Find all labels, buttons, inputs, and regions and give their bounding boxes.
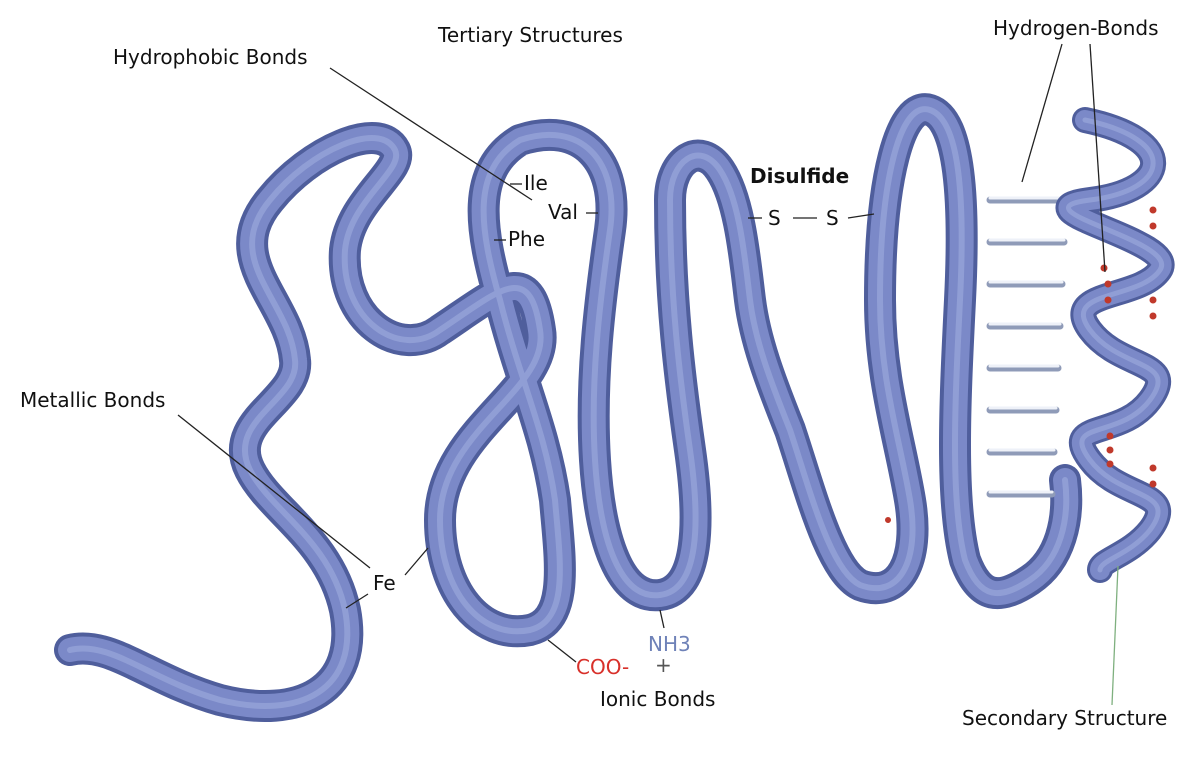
- leader-disulfide-right: [847, 213, 875, 219]
- hbond-dot: [1106, 432, 1114, 440]
- label-ionic-bonds: Ionic Bonds: [600, 687, 715, 711]
- hbond-dot: [1149, 312, 1157, 320]
- label-secondary-structure: Secondary Structure: [962, 706, 1167, 730]
- protein-ribbon: [54, 93, 1083, 722]
- label-coo: COO-: [576, 655, 629, 679]
- hbond-dot: [1104, 280, 1112, 288]
- hbond-dot: [1104, 296, 1112, 304]
- hbond-dot: [1149, 480, 1157, 488]
- hbond-dot: [1149, 464, 1157, 472]
- leader-secondary: [1111, 565, 1119, 706]
- hbond-dot: [1106, 446, 1114, 454]
- label-hydrogen-bonds: Hydrogen-Bonds: [993, 16, 1159, 40]
- hbond-dot: [885, 517, 891, 523]
- hbond-dot: [1149, 296, 1157, 304]
- alpha-helix: [885, 107, 1175, 583]
- label-phe: Phe: [508, 227, 545, 251]
- label-fe: Fe: [373, 571, 396, 595]
- label-val: Val: [548, 200, 578, 224]
- leader-coo: [547, 639, 577, 663]
- label-disulfide: Disulfide: [750, 164, 849, 188]
- leader-hydrophobic: [329, 67, 533, 201]
- leader-hydrogen-1: [1021, 43, 1063, 183]
- label-plus: +: [655, 653, 672, 677]
- hbond-dot: [1149, 206, 1157, 214]
- leader-fe-right: [404, 547, 429, 576]
- hbond-dot: [1149, 222, 1157, 230]
- leader-metallic: [177, 414, 371, 569]
- leader-fe-left: [345, 593, 369, 609]
- label-sulfur-2: S: [826, 206, 839, 230]
- label-nh3: NH3: [648, 632, 691, 656]
- hbond-dot: [1100, 264, 1108, 272]
- label-sulfur-1: S: [768, 206, 781, 230]
- leader-hydrogen-2: [1089, 43, 1106, 273]
- hydrogen-bond-ladder: [986, 196, 1070, 498]
- label-metallic-bonds: Metallic Bonds: [20, 388, 165, 412]
- leader-nh3: [659, 609, 665, 629]
- labels: Tertiary Structures Hydrophobic Bonds Hy…: [20, 16, 1167, 730]
- label-ile: Ile: [524, 171, 548, 195]
- label-hydrophobic-bonds: Hydrophobic Bonds: [113, 45, 308, 69]
- leader-lines: [177, 43, 1119, 706]
- hbond-dot: [1106, 460, 1114, 468]
- label-tertiary-structures: Tertiary Structures: [437, 23, 623, 47]
